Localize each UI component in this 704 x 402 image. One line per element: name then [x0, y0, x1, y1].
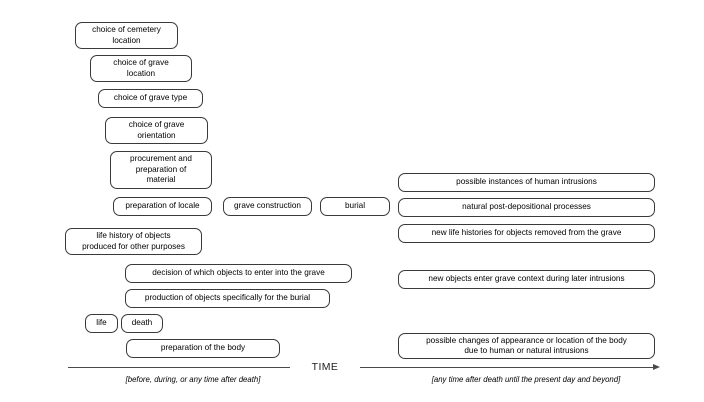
- node-life: life: [85, 314, 118, 333]
- node-death: death: [121, 314, 163, 333]
- node-preparation-of-locale: preparation of locale: [113, 197, 212, 216]
- node-possible-instances-of-human-intrusions: possible instances of human intrusions: [398, 173, 655, 192]
- node-burial: burial: [320, 197, 390, 216]
- time-axis-line-left: [68, 367, 294, 368]
- node-choice-of-cemetery-location: choice of cemetery location: [75, 22, 178, 49]
- left-caption: [before, during, or any time after death…: [125, 375, 261, 384]
- right-caption: [any time after death until the present …: [431, 375, 621, 384]
- time-axis-line-right: [346, 367, 653, 368]
- node-new-objects-enter-grave-context-during-later-intrusions: new objects enter grave context during l…: [398, 270, 655, 289]
- node-life-history-of-objects-produced-for-other-purposes: life history of objects produced for oth…: [65, 228, 202, 255]
- node-possible-changes-of-appearance-or-location-of-the-body: possible changes of appearance or locati…: [398, 333, 655, 359]
- node-choice-of-grave-type: choice of grave type: [98, 89, 203, 108]
- node-decision-of-which-objects-to-enter-into-the-grave: decision of which objects to enter into …: [125, 264, 352, 283]
- time-axis-label: TIME: [290, 361, 360, 373]
- node-production-of-objects-specifically-for-the-burial: production of objects specifically for t…: [125, 289, 330, 308]
- node-preparation-of-the-body: preparation of the body: [126, 339, 280, 358]
- node-choice-of-grave-location: choice of grave location: [90, 55, 192, 82]
- node-grave-construction: grave construction: [223, 197, 312, 216]
- time-axis-arrowhead-icon: [653, 364, 660, 370]
- node-choice-of-grave-orientation: choice of grave orientation: [105, 117, 208, 144]
- node-natural-post-depositional-processes: natural post-depositional processes: [398, 198, 655, 217]
- node-new-life-histories-for-objects-removed-from-the-grave: new life histories for objects removed f…: [398, 224, 655, 243]
- node-procurement-and-preparation-of-material: procurement and preparation of material: [110, 151, 212, 189]
